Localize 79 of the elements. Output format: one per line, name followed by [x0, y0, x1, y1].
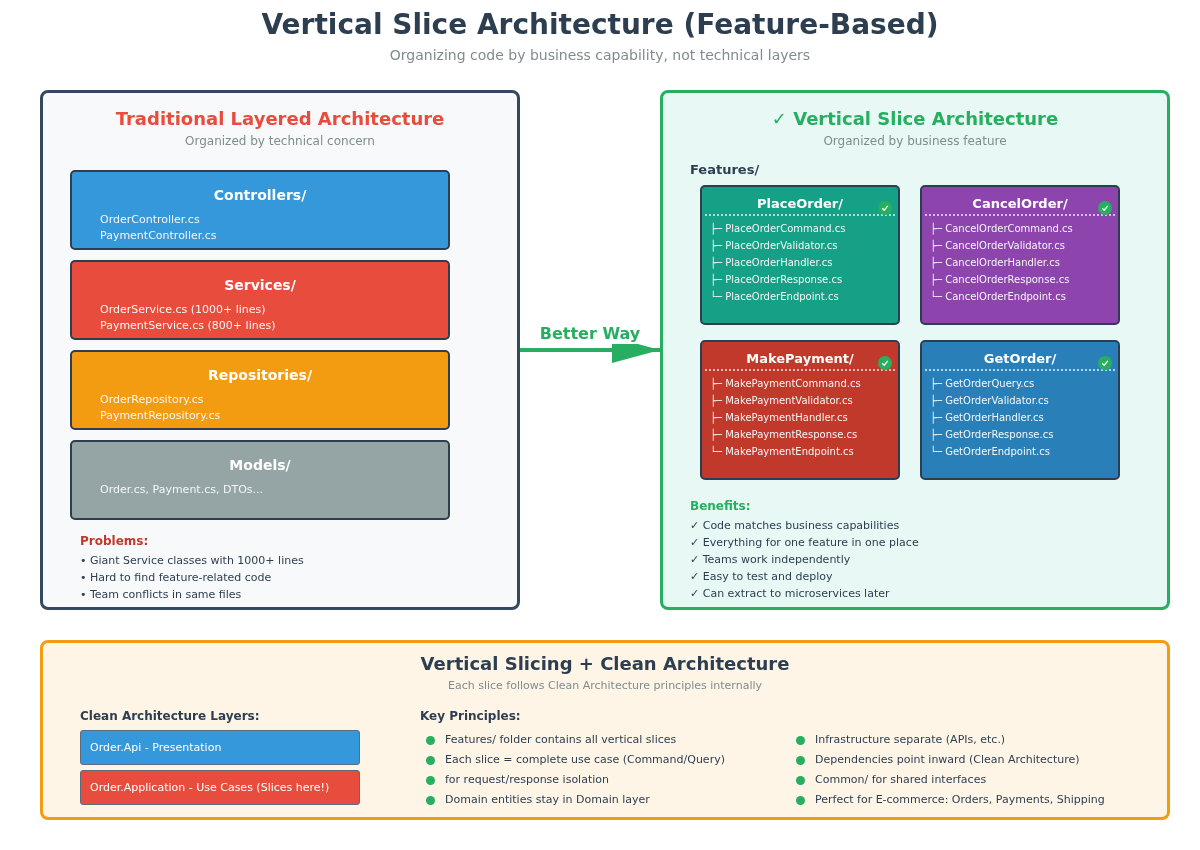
file-name: └─ GetOrderEndpoint.cs	[930, 446, 1050, 458]
feature-card	[700, 340, 900, 480]
file-name: ├─ CancelOrderCommand.cs	[930, 223, 1073, 235]
file-name: Order.cs, Payment.cs, DTOs...	[100, 483, 263, 497]
layer-bar	[80, 730, 360, 765]
layer-box	[70, 170, 450, 250]
file-name: OrderService.cs (1000+ lines)	[100, 303, 266, 317]
file-name: ├─ MakePaymentHandler.cs	[710, 412, 848, 424]
file-name: ├─ MakePaymentResponse.cs	[710, 429, 858, 441]
file-name: PaymentService.cs (800+ lines)	[100, 318, 276, 333]
list-item: ✓ Everything for one feature in one place	[690, 536, 919, 550]
section-heading: Benefits:	[690, 498, 751, 514]
panel-subtitle: Each slice follows Clean Architecture principles internally	[448, 679, 762, 693]
diagram-subtitle: Organizing code by business capability, not technical layers	[389, 46, 811, 64]
file-name: ├─ CancelOrderResponse.cs	[930, 274, 1070, 286]
file-name: OrderController.cs	[100, 213, 200, 227]
file-name: ├─ PlaceOrderValidator.cs	[710, 240, 838, 252]
file-name: ├─ PlaceOrderResponse.cs	[710, 274, 843, 286]
list-item: ✓ Easy to test and deploy	[690, 570, 833, 584]
feature-card	[700, 185, 900, 325]
file-name: ├─ GetOrderHandler.cs	[930, 412, 1044, 424]
panel-subtitle: Organized by technical concern	[185, 133, 375, 149]
layer-label: Order.Application - Use Cases (Slices here!)	[90, 780, 330, 795]
folder-title: Services/	[224, 276, 296, 294]
panel-title: Vertical Slicing + Clean Architecture	[420, 653, 790, 675]
folder-title: GetOrder/	[983, 351, 1057, 367]
panel-subtitle: Organized by business feature	[823, 133, 1007, 149]
list-item: Each slice = complete use case (Command/Query)	[445, 753, 725, 767]
list-item: Dependencies point inward (Clean Architecture)	[815, 753, 1080, 767]
list-item: ✓ Teams work independently	[690, 553, 851, 567]
section-panel	[660, 90, 1170, 610]
layer-box	[70, 260, 450, 340]
list-item: • Team conflicts in same files	[80, 588, 242, 602]
folder-title: CancelOrder/	[972, 196, 1068, 212]
layer-label: Order.Api - Presentation	[90, 740, 222, 755]
file-name: ├─ CancelOrderValidator.cs	[930, 240, 1065, 252]
layer-box	[70, 350, 450, 430]
file-name: ├─ PlaceOrderHandler.cs	[710, 257, 833, 269]
list-item: • Hard to find feature-related code	[80, 571, 272, 585]
file-name: ├─ MakePaymentValidator.cs	[710, 395, 853, 407]
layer-box	[70, 440, 450, 520]
file-name: OrderRepository.cs	[100, 393, 204, 407]
section-heading: Clean Architecture Layers:	[80, 708, 260, 724]
section-heading: Problems:	[80, 533, 149, 549]
list-item: Perfect for E-commerce: Orders, Payments, Shipping	[815, 793, 1105, 807]
folder-title: MakePayment/	[746, 351, 854, 367]
folder-title: Models/	[229, 456, 291, 474]
folder-title: Controllers/	[213, 186, 307, 204]
file-name: └─ CancelOrderEndpoint.cs	[930, 291, 1066, 303]
section-panel	[40, 90, 520, 610]
file-name: PaymentRepository.cs	[100, 408, 221, 423]
file-name: ├─ GetOrderValidator.cs	[930, 395, 1049, 407]
folder-title: PlaceOrder/	[757, 196, 843, 212]
list-item: Common/ for shared interfaces	[815, 773, 987, 787]
list-item: Infrastructure separate (APIs, etc.)	[815, 733, 1006, 747]
list-item: ✓ Code matches business capabilities	[690, 519, 900, 533]
file-name: ├─ CancelOrderHandler.cs	[930, 257, 1060, 269]
section-heading: Features/	[690, 162, 760, 178]
file-name: ├─ GetOrderResponse.cs	[930, 429, 1054, 441]
list-item: • Giant Service classes with 1000+ lines	[80, 554, 304, 568]
diagram-title: Vertical Slice Architecture (Feature-Based)	[261, 8, 939, 42]
feature-card	[920, 340, 1120, 480]
file-name: ├─ MakePaymentCommand.cs	[710, 378, 861, 390]
list-item: Features/ folder contains all vertical slices	[445, 733, 677, 747]
file-name: └─ MakePaymentEndpoint.cs	[710, 446, 854, 458]
folder-title: Repositories/	[208, 366, 312, 384]
file-name: ├─ GetOrderQuery.cs	[930, 378, 1035, 390]
file-name: PaymentController.cs	[100, 228, 217, 243]
list-item: Domain entities stay in Domain layer	[445, 793, 650, 807]
feature-card	[920, 185, 1120, 325]
panel-title: Traditional Layered Architecture	[115, 108, 445, 130]
section-panel	[40, 640, 1170, 820]
section-heading: Key Principles:	[420, 708, 521, 724]
list-item: for request/response isolation	[445, 773, 609, 787]
file-name: └─ PlaceOrderEndpoint.cs	[710, 291, 839, 303]
layer-bar	[80, 770, 360, 805]
panel-title: ✓ Vertical Slice Architecture	[771, 108, 1059, 130]
file-name: ├─ PlaceOrderCommand.cs	[710, 223, 846, 235]
list-item: ✓ Can extract to microservices later	[690, 587, 890, 601]
